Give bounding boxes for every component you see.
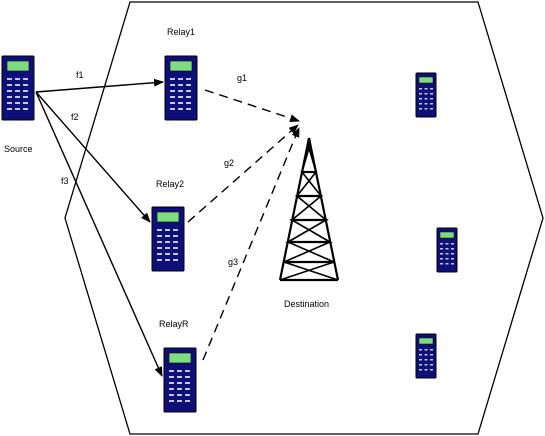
relayR-label: RelayR bbox=[159, 319, 189, 329]
relay2-phone-icon bbox=[151, 206, 185, 272]
transmission-tower-icon bbox=[278, 137, 340, 282]
relay1-phone-icon bbox=[164, 55, 198, 121]
source-label: Source bbox=[4, 144, 33, 154]
link-f3-arrow bbox=[35, 91, 163, 377]
relayR-phone-icon bbox=[163, 347, 197, 413]
f2-label: f2 bbox=[71, 112, 79, 122]
g2-label: g2 bbox=[224, 158, 234, 168]
link-g1-arrow bbox=[204, 89, 300, 122]
f1-label: f1 bbox=[76, 70, 84, 80]
relay1-label: Relay1 bbox=[167, 27, 195, 37]
cell-boundary-hexagon bbox=[64, 1, 544, 435]
link-f1-arrow bbox=[35, 78, 164, 93]
user-phone-icon bbox=[415, 333, 437, 379]
link-g2-arrow bbox=[187, 124, 299, 223]
g1-label: g1 bbox=[237, 73, 247, 83]
link-g3-arrow bbox=[202, 127, 300, 361]
user-phone-icon bbox=[415, 72, 437, 118]
user-phone-icon bbox=[436, 227, 458, 273]
relay2-label: Relay2 bbox=[156, 179, 184, 189]
source-phone-icon bbox=[1, 55, 35, 121]
f3-label: f3 bbox=[61, 176, 69, 186]
g3-label: g3 bbox=[228, 257, 238, 267]
destination-label: Destination bbox=[284, 299, 329, 309]
link-f2-arrow bbox=[35, 91, 151, 223]
